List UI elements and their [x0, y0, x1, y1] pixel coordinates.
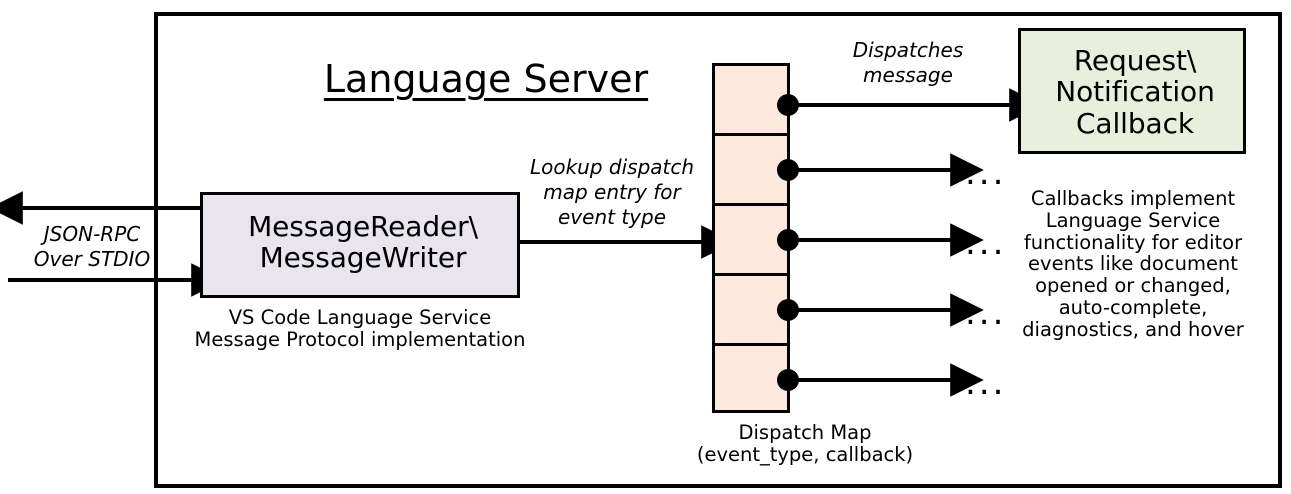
request-notification-callback-label: Request\ Notification Callback	[1055, 44, 1215, 140]
callback-dot-row-3	[777, 229, 799, 251]
callback-dot-row-1	[777, 94, 799, 116]
dispatch-map-caption: Dispatch Map (event_type, callback)	[696, 421, 914, 466]
ellipsis-row-2: ...	[965, 153, 1007, 193]
callback-dot-row-2	[777, 159, 799, 181]
ellipsis-row-3: ...	[965, 223, 1007, 263]
message-reader-writer-box[interactable]: MessageReader\ MessageWriter	[200, 192, 520, 298]
callback-caption: Callbacks implement Language Service fun…	[1022, 187, 1244, 341]
callback-dot-row-4	[777, 299, 799, 321]
message-reader-writer-caption: VS Code Language Service Message Protoco…	[194, 306, 526, 351]
dispatch-map-row-3[interactable]	[712, 203, 790, 273]
jsonrpc-transport-label: JSON-RPC Over STDIO	[33, 222, 151, 272]
request-notification-callback-box[interactable]: Request\ Notification Callback	[1018, 28, 1246, 154]
page-title: Language Server	[323, 57, 649, 101]
dispatches-message-label: Dispatches message	[852, 38, 964, 88]
ellipsis-row-4: ...	[965, 293, 1007, 333]
message-reader-writer-label: MessageReader\ MessageWriter	[248, 210, 478, 275]
ellipsis-row-5: ...	[965, 363, 1007, 403]
lookup-dispatch-label: Lookup dispatch map entry for event type	[529, 155, 695, 230]
callback-dot-row-5	[777, 369, 799, 391]
